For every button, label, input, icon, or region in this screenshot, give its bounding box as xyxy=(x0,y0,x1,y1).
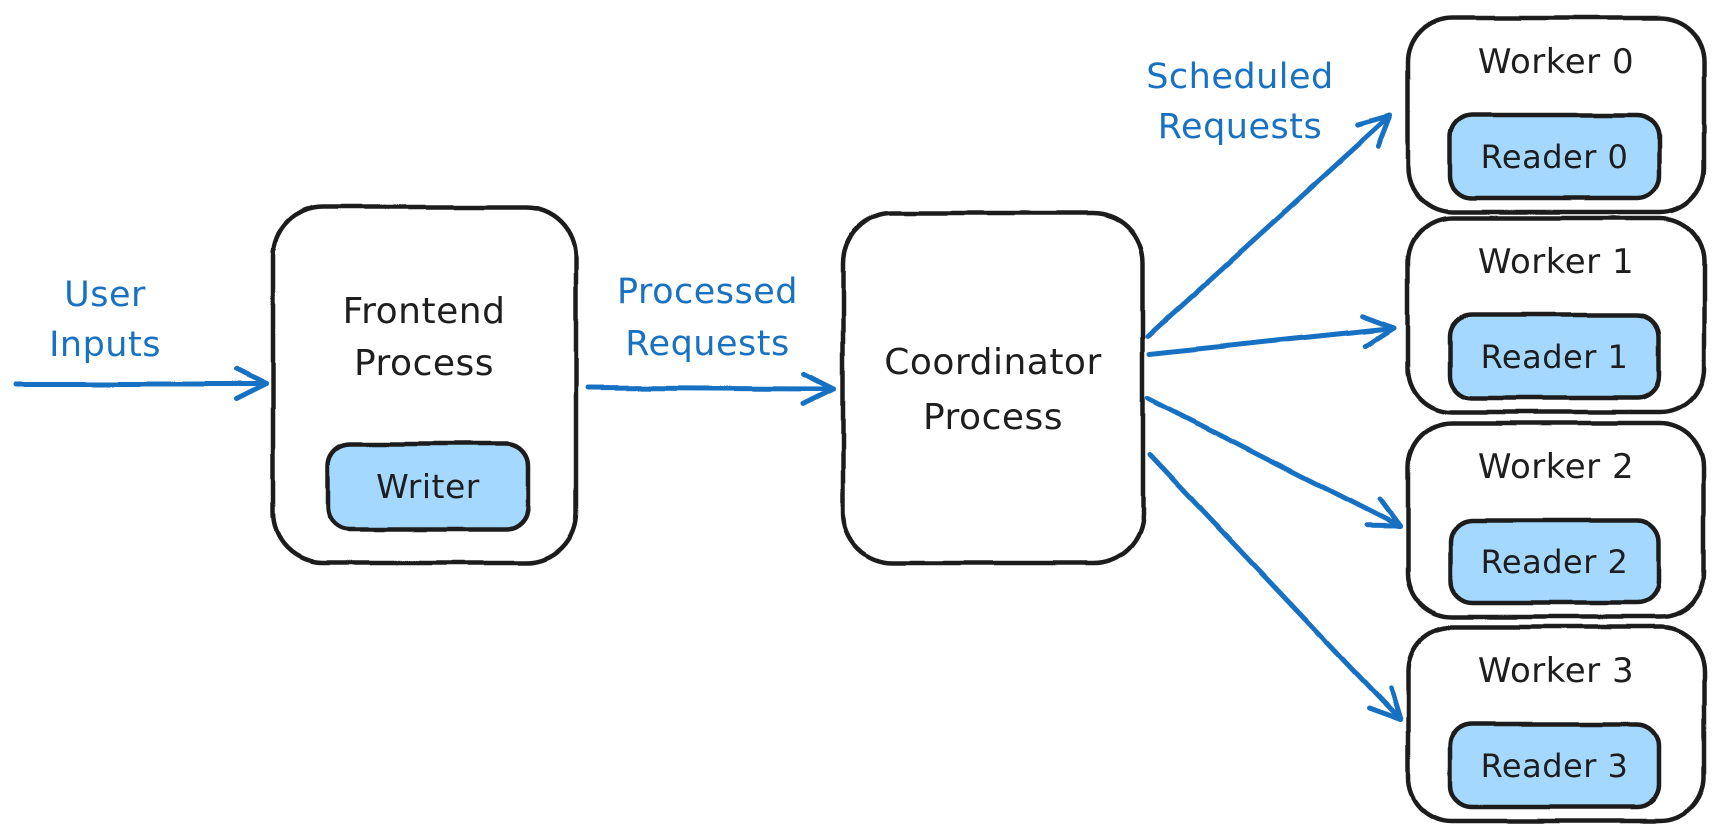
worker-1-label: Worker 1 xyxy=(1477,242,1635,282)
scheduled-arrow-worker-2 xyxy=(1145,395,1403,529)
scheduled-requests-line-1: Scheduled xyxy=(1146,57,1334,97)
coordinator-process-line-2: Process xyxy=(922,397,1064,438)
coordinator-process-label: Coordinator Process xyxy=(843,335,1143,445)
reader-2-box xyxy=(1447,517,1662,606)
scheduled-arrow-worker-0 xyxy=(1145,113,1393,339)
reader-2-label: Reader 2 xyxy=(1480,542,1629,581)
frontend-process-label: Frontend Process xyxy=(294,286,554,390)
worker-0-label: Worker 0 xyxy=(1477,42,1635,82)
user-inputs-line-2: Inputs xyxy=(49,325,161,365)
writer-label: Writer xyxy=(376,467,480,506)
user-inputs-line-1: User xyxy=(64,275,146,315)
scheduled-arrow-worker-3 xyxy=(1147,452,1403,723)
processed-requests-arrow xyxy=(585,371,837,407)
coordinator-process-line-1: Coordinator xyxy=(884,342,1102,383)
writer-box xyxy=(325,441,531,532)
processed-requests-line-1: Processed xyxy=(616,272,799,312)
scheduled-requests-line-2: Requests xyxy=(1157,107,1323,147)
frontend-process-line-1: Frontend xyxy=(342,291,506,332)
scheduled-arrow-worker-1 xyxy=(1147,313,1397,357)
worker-2-label: Worker 2 xyxy=(1477,447,1635,487)
reader-1-label: Reader 1 xyxy=(1480,337,1629,376)
scheduled-requests-label: Scheduled Requests xyxy=(1140,52,1340,152)
reader-3-label: Reader 3 xyxy=(1480,746,1629,785)
user-inputs-label: User Inputs xyxy=(30,270,180,370)
worker-3-label: Worker 3 xyxy=(1477,651,1635,691)
reader-0-label: Reader 0 xyxy=(1480,137,1629,176)
coordinator-process-box xyxy=(840,210,1146,566)
processed-requests-label: Processed Requests xyxy=(600,266,815,370)
reader-1-box xyxy=(1447,312,1662,401)
processed-requests-line-2: Requests xyxy=(625,324,790,364)
frontend-process-line-2: Process xyxy=(353,343,495,384)
reader-0-box xyxy=(1447,112,1662,201)
reader-3-box xyxy=(1447,721,1662,810)
